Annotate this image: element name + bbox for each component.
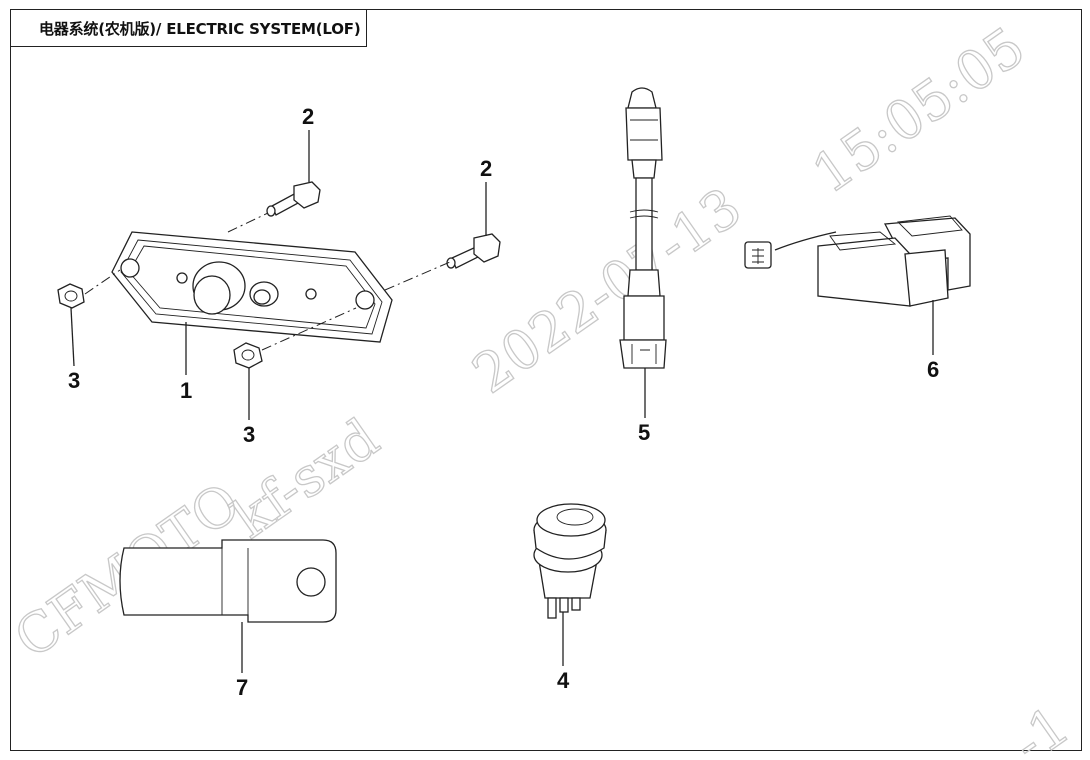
part-3-nut-lower: [233, 342, 263, 369]
page-title: 电器系统(农机版)/ ELECTRIC SYSTEM(LOF): [39, 19, 361, 38]
part-4-push-switch: [533, 503, 607, 619]
part-5-harness: [619, 87, 667, 369]
part-2-bolt-right: [446, 233, 501, 269]
part-7-bracket: [119, 539, 337, 623]
drawing-frame: [10, 9, 1082, 751]
callout-7: 7: [236, 675, 248, 700]
watermark-time: 15:05:05: [801, 15, 1036, 206]
callouts: 2 2 3 1 3 5 6 4 7: [68, 104, 939, 700]
title-box: 电器系统(农机版)/ ELECTRIC SYSTEM(LOF): [10, 9, 367, 47]
callout-5: 5: [638, 420, 650, 445]
callout-3-left: 3: [68, 368, 80, 393]
part-1-switch-panel: [111, 231, 393, 343]
callout-6: 6: [927, 357, 939, 382]
watermark-fragment: -1: [1001, 694, 1080, 760]
part-6-relay-block: [744, 215, 971, 307]
callout-4: 4: [557, 668, 570, 693]
callout-1: 1: [180, 378, 192, 403]
callout-2-right: 2: [480, 156, 492, 181]
callout-2-upper: 2: [302, 104, 314, 129]
leader-lines: [70, 130, 934, 673]
watermark-date: 2022-07-13: [461, 175, 752, 405]
part-2-bolt-upper: [266, 181, 321, 217]
part-3-nut-left: [57, 283, 85, 309]
watermark: CFMOTO kf-sxd 2022-07-13 15:05:05 -1: [3, 14, 1082, 760]
callout-3-lower: 3: [243, 422, 255, 447]
